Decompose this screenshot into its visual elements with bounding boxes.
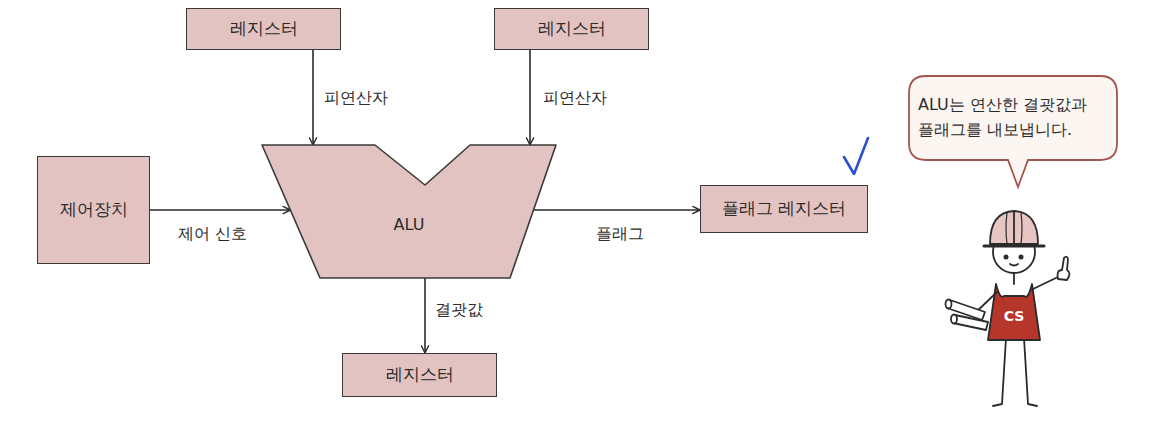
edge-label: 피연산자: [322, 88, 390, 107]
node-text: ALU: [394, 215, 425, 235]
cs-character: [946, 211, 1070, 406]
connector-arrow: [534, 209, 700, 211]
speech-text: ALU는 연산한 결괏값과 플래그를 내보냅니다.: [918, 93, 1108, 143]
edge-label: 피연산자: [541, 88, 609, 107]
node-text: 레지스터: [538, 18, 606, 39]
node-text: 플래그 레지스터: [722, 198, 846, 219]
connector-arrow: [529, 50, 531, 145]
node-text: 제어장치: [60, 199, 128, 220]
node-text: 레지스터: [386, 364, 454, 385]
alu-outline: [262, 145, 556, 278]
connector-arrow: [312, 50, 314, 145]
register-box: 레지스터: [342, 353, 497, 397]
connector-arrow: [150, 209, 290, 211]
node-text: 레지스터: [230, 18, 298, 39]
connector-arrow: [424, 278, 426, 353]
speech-bubble: ALU는 연산한 결괏값과 플래그를 내보냅니다.: [908, 75, 1118, 161]
edge-label: 제어 신호: [176, 224, 249, 243]
alu-shape: ALU: [262, 145, 556, 278]
register-box: 레지스터: [186, 8, 341, 50]
edge-label: 결괏값: [433, 300, 485, 319]
control-unit-box: 제어장치: [37, 156, 150, 264]
flag-register-box: 플래그 레지스터: [700, 185, 868, 233]
edge-label: 플래그: [594, 224, 646, 243]
register-box: 레지스터: [494, 8, 649, 50]
check-mark: [844, 138, 868, 174]
shirt-label: CS: [1004, 308, 1025, 324]
